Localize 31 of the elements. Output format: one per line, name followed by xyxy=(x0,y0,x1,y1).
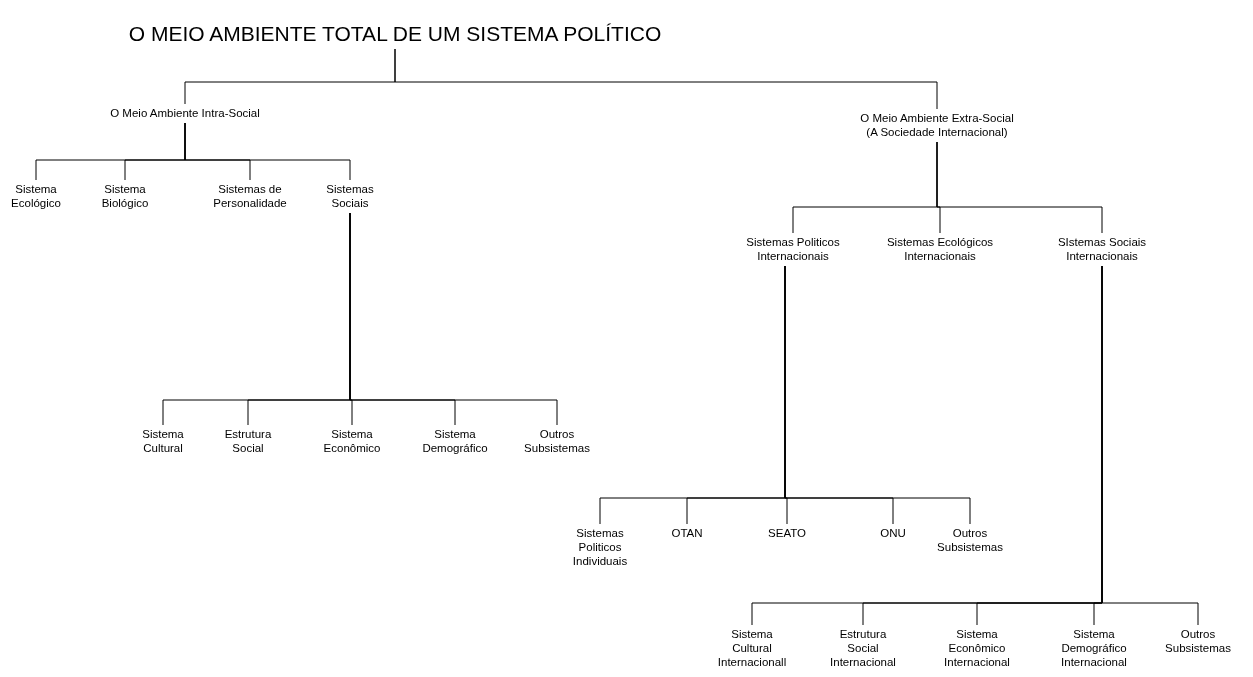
category-label: Outros Subsistemas xyxy=(937,526,1003,554)
tree-connector xyxy=(936,141,1103,234)
category-label: SIstemas Sociais Internacionais xyxy=(1046,235,1158,263)
diagram-heading: O MEIO AMBIENTE TOTAL DE UM SISTEMA POLÍTICO xyxy=(128,22,662,46)
tree-connector xyxy=(1101,265,1199,626)
category-label: O Meio Ambiente Extra-Social (A Sociedade Internacional) xyxy=(857,111,1017,139)
category-label: Sistemas Ecológicos Internacionais xyxy=(881,235,999,263)
category-label: Sistema Econômico xyxy=(323,427,381,455)
category-label: Sistema Demográfico Internacional xyxy=(1061,627,1127,669)
category-label: Sistemas Politicos Internacionais xyxy=(737,235,849,263)
category-label: Sistema Cultural Internacionall xyxy=(717,627,787,669)
category-label: Estrutura Social Internacional xyxy=(830,627,896,669)
category-label: Sistema Demográfico xyxy=(422,427,488,455)
category-label: Sistemas Politicos Individuais xyxy=(572,526,628,568)
category-label: Sistemas de Personalidade xyxy=(213,182,287,210)
category-label: Sistema Econômico Internacional xyxy=(944,627,1010,669)
category-label: Sistemas Sociais xyxy=(326,182,374,210)
category-label: Estrutura Social xyxy=(224,427,272,455)
category-label: Outros Subsistemas xyxy=(1165,627,1231,655)
tree-connector xyxy=(784,265,971,525)
tree-connector xyxy=(394,48,938,110)
category-label: Sistema Biológico xyxy=(101,182,149,210)
category-label: SEATO xyxy=(768,526,806,540)
category-label: O Meio Ambiente Intra-Social xyxy=(110,106,260,120)
category-label: OTAN xyxy=(671,526,703,540)
category-label: ONU xyxy=(880,526,906,540)
tree-connector xyxy=(349,212,558,426)
category-label: Outros Subsistemas xyxy=(524,427,590,455)
tree-connector xyxy=(184,122,351,181)
category-label: Sistema Ecológico xyxy=(11,182,61,210)
category-label: Sistema Cultural xyxy=(142,427,184,455)
